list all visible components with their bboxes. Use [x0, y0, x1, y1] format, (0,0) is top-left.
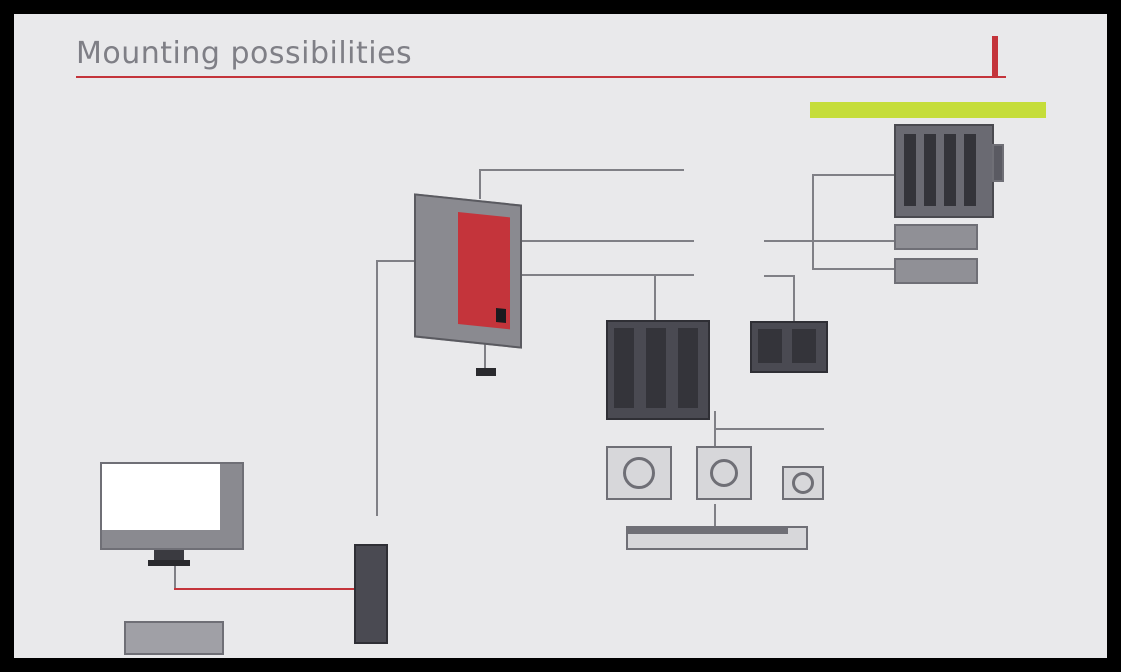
wire-main-left: [376, 260, 426, 262]
wire-io-vertical: [812, 174, 814, 269]
monitor-screen: [100, 462, 244, 550]
io-module-b: [894, 258, 978, 284]
sensor-large: [606, 446, 672, 500]
monitor-neck: [154, 550, 184, 560]
keyboard: [124, 621, 224, 655]
io-system-banner: [810, 102, 1046, 118]
wire-monitor-to-gateway: [174, 588, 362, 590]
wire-sensor-bus: [714, 428, 824, 430]
wire-drop-module-b: [793, 275, 795, 321]
wire-main-to-tag: [484, 342, 486, 370]
drive-module-large: [606, 320, 710, 420]
drive-module-small: [750, 321, 828, 373]
wire-top-bus-drop: [479, 169, 481, 199]
wire-main-to-gateway: [376, 260, 378, 516]
mounting-diagram: Mounting possibilities: [14, 14, 1107, 658]
wire-sensor-to-rail: [714, 504, 716, 526]
gateway-device: [354, 544, 388, 644]
title-underline: [76, 76, 1006, 78]
io-rack-connector: [992, 144, 1004, 182]
sensor-small: [782, 466, 824, 500]
wire-sensor-drop: [714, 411, 716, 456]
main-controller: [414, 193, 522, 349]
wire-monitor-stand: [174, 566, 176, 588]
wire-top-bus: [479, 169, 684, 171]
io-module-a: [894, 224, 978, 250]
sensor-medium: [696, 446, 752, 500]
mounting-rail: [626, 526, 808, 550]
wire-low-bus: [519, 274, 694, 276]
title-accent-bar: [992, 36, 998, 76]
controller-jack: [476, 368, 496, 376]
monitor-base: [148, 560, 190, 566]
wire-mid-bus: [519, 240, 694, 242]
wire-drop-module-a: [654, 275, 656, 320]
io-rack: [894, 124, 994, 218]
wire-mid-bus-right: [764, 240, 894, 242]
page-title: Mounting possibilities: [76, 36, 413, 71]
wire-io-top: [812, 174, 894, 176]
wire-low-bus-right: [764, 275, 794, 277]
wire-io-bottom: [812, 268, 894, 270]
